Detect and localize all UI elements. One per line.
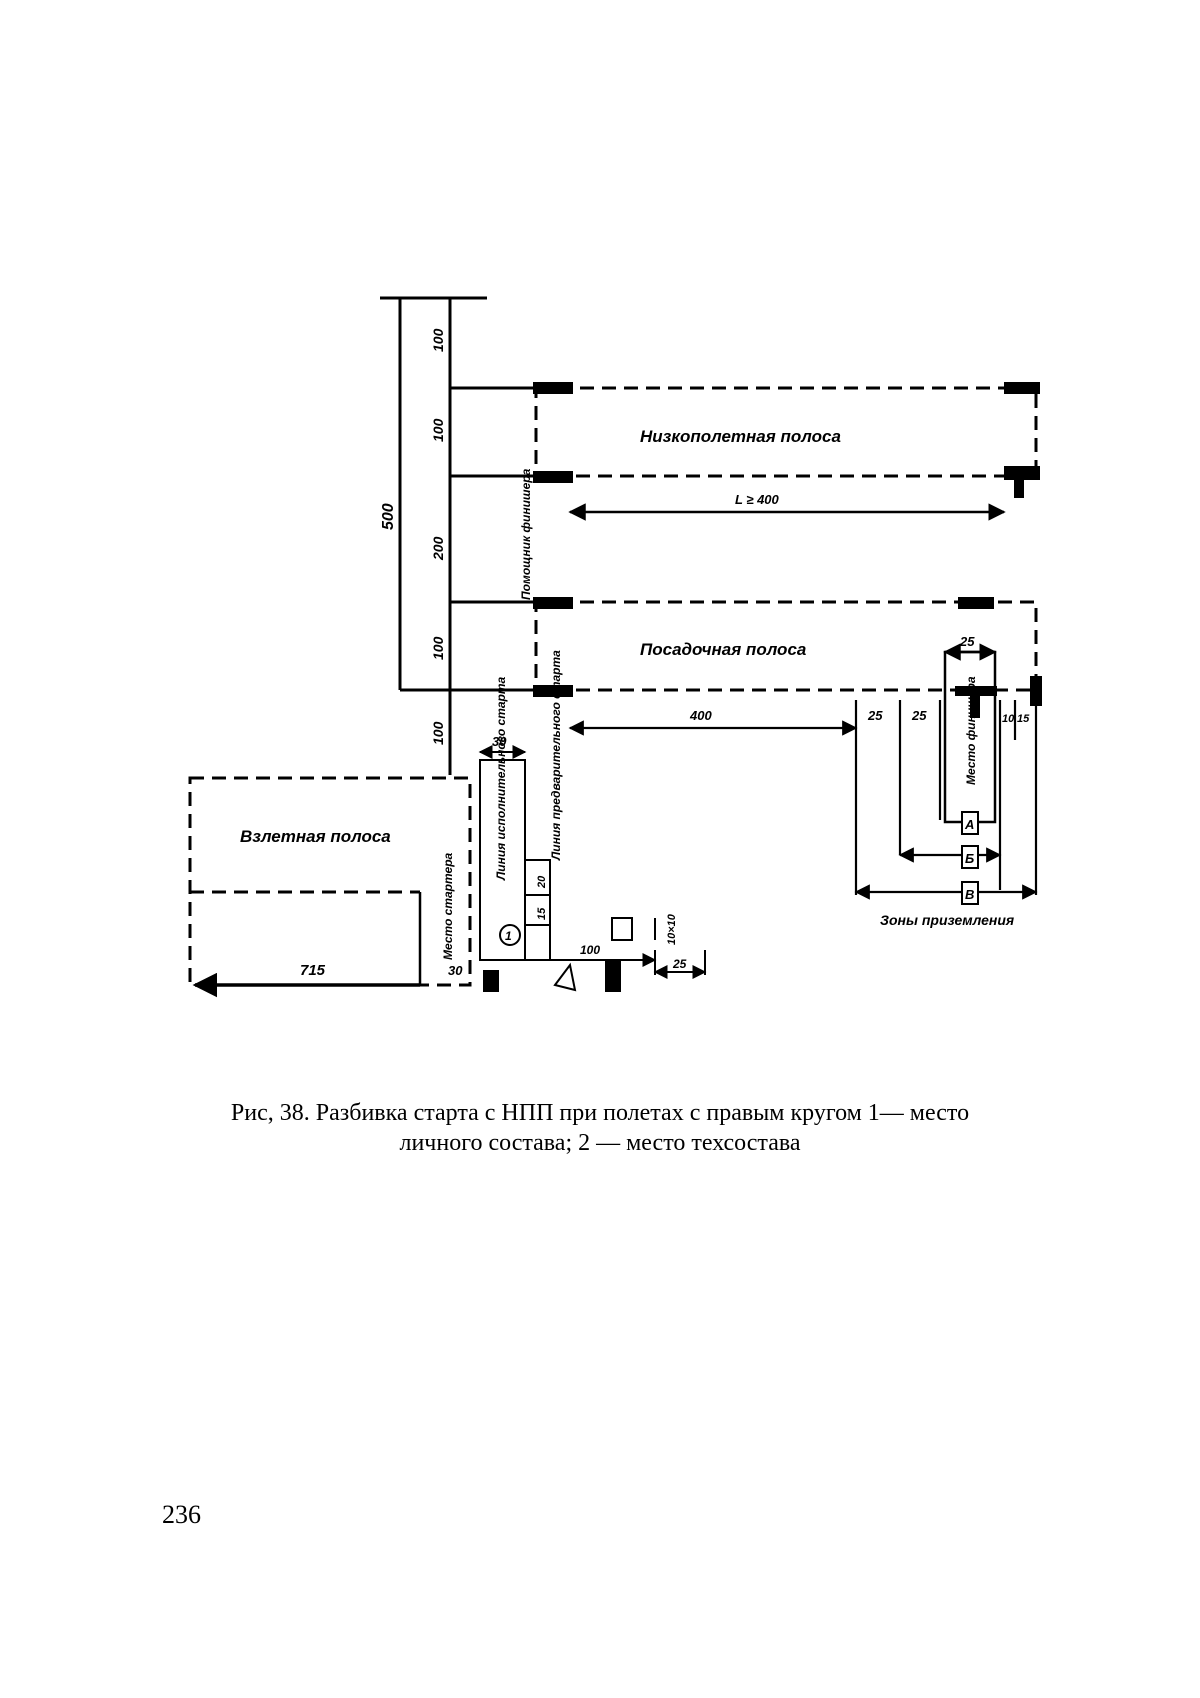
ground-zones-label: Зоны приземления	[880, 912, 1014, 928]
svg-text:715: 715	[300, 962, 326, 979]
dim-100-mid: 100	[430, 418, 446, 442]
zone-b: Б	[965, 851, 974, 866]
svg-text:30: 30	[448, 963, 463, 978]
svg-text:400: 400	[689, 708, 712, 723]
dim-100-bottom: 100	[430, 721, 446, 745]
low-altitude-strip: Низкополетная полоса	[533, 382, 1040, 498]
svg-text:30: 30	[492, 734, 507, 749]
caption-line-2: личного состава; 2 — место техсостава	[150, 1128, 1050, 1158]
svg-text:L ≥ 400: L ≥ 400	[735, 492, 780, 507]
dim-500: 500	[380, 503, 397, 530]
svg-text:25: 25	[911, 708, 927, 723]
pre-start-label: Линия предварительного старта	[549, 650, 563, 861]
figure-caption: Рис, 38. Разбивка старта с НПП при полет…	[150, 1098, 1050, 1158]
landing-strip-label: Посадочная полоса	[640, 640, 806, 659]
zone-a: А	[964, 817, 974, 832]
dim-100-top: 100	[430, 328, 446, 352]
zone-v: В	[965, 887, 974, 902]
svg-text:10: 10	[1002, 713, 1015, 725]
svg-text:25: 25	[959, 634, 975, 649]
takeoff-strip-label: Взлетная полоса	[240, 827, 391, 846]
page-number: 236	[162, 1500, 201, 1530]
helpers-label: Помощник финишера	[519, 468, 533, 600]
vehicle-icons	[483, 960, 621, 992]
marker-1: 1	[505, 929, 512, 943]
svg-text:15: 15	[1017, 713, 1030, 725]
dim-200: 200	[430, 536, 446, 561]
svg-text:25: 25	[867, 708, 883, 723]
low-strip-label: Низкополетная полоса	[640, 427, 841, 446]
svg-text:25: 25	[672, 957, 687, 971]
starter-label: Место стартера	[441, 852, 455, 960]
svg-text:10×10: 10×10	[666, 913, 678, 945]
takeoff-strip: Взлетная полоса 715 30 Место стартера	[190, 778, 470, 985]
start-layout-diagram: 100 100 200 100 100 500 Низкополетная по…	[0, 0, 1200, 1100]
exec-start-label: Линия исполнительного старта	[494, 676, 508, 881]
svg-text:15: 15	[536, 907, 548, 920]
finisher-label: Место финишера	[964, 676, 978, 785]
svg-text:20: 20	[536, 875, 548, 889]
dim-100-land: 100	[430, 636, 446, 660]
dim-L: L ≥ 400	[570, 492, 1004, 512]
caption-line-1: Рис, 38. Разбивка старта с НПП при полет…	[150, 1098, 1050, 1128]
svg-text:100: 100	[580, 943, 600, 957]
finisher-area: 25 Место финишера	[945, 634, 997, 822]
vertical-dimension-chain	[380, 298, 536, 775]
